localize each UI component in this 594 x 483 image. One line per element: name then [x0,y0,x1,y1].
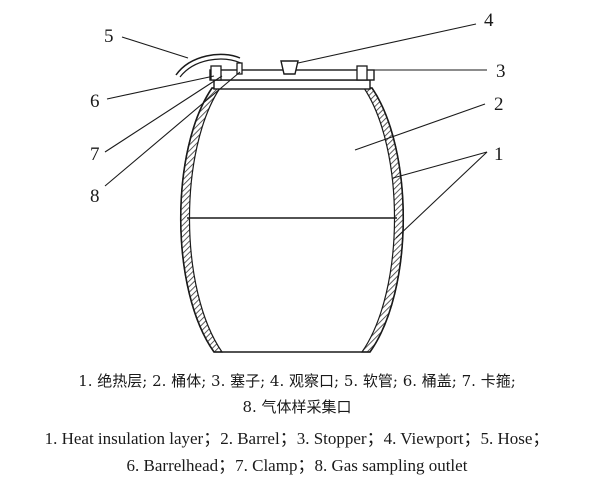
label-1: 1 [494,144,504,165]
leader-lines [104,23,488,239]
leader-6 [106,75,215,100]
hose [175,53,241,76]
hose-inner [179,58,242,78]
label-4: 4 [484,10,494,31]
clamp-right [356,65,368,81]
leader-4 [297,23,477,64]
caption-en-line2: 6. Barrelhead；7. Clamp；8. Gas sampling o… [126,456,468,475]
barrel-outer [179,87,405,353]
label-7: 7 [90,144,100,165]
leader-1a [392,151,488,179]
leader-5 [121,36,189,59]
label-5: 5 [104,26,114,47]
caption-cn-line2: 8. 气体样采集口 [242,398,352,416]
caption-en-line1: 1. Heat insulation layer；2. Barrel；3. St… [44,429,550,448]
insulation-layer-left [180,87,224,353]
label-8: 8 [90,186,100,207]
label-2: 2 [494,94,504,115]
leader-7 [104,75,223,153]
leader-8 [104,71,241,187]
leader-1b [395,151,488,239]
barrel-diagram: 5 4 3 2 1 6 7 8 [90,10,506,353]
viewport-stopper [280,60,299,75]
label-3: 3 [496,61,506,82]
caption-cn-line1: 1. 绝热层; 2. 桶体; 3. 塞子; 4. 观察口; 5. 软管; 6. … [78,372,516,390]
barrel-neck [213,79,371,90]
label-6: 6 [90,91,100,112]
leader-2 [354,103,486,151]
insulation-layer-right [360,87,404,353]
